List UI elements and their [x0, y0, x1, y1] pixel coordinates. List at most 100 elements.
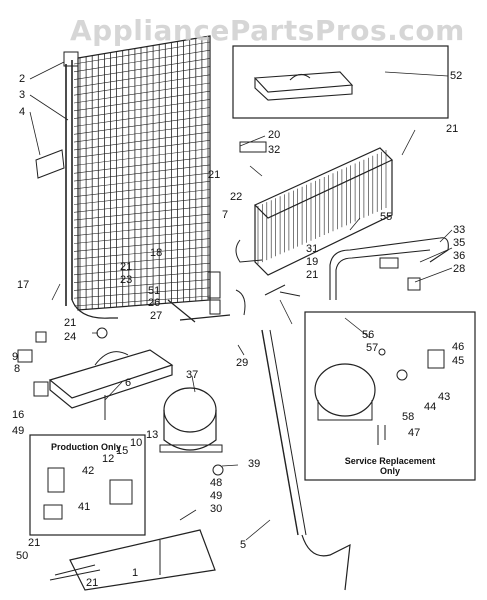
- callout-45: 45: [452, 355, 465, 367]
- callout-42: 42: [82, 465, 95, 477]
- callout-37: 37: [186, 369, 199, 381]
- callout-56: 56: [362, 329, 375, 341]
- callout-26: 26: [148, 297, 161, 309]
- evaporator-tube: [73, 107, 211, 127]
- evaporator-tube: [73, 115, 211, 135]
- callout-21-b: 21: [208, 169, 221, 181]
- callout-6: 6: [125, 377, 132, 389]
- callout-19: 19: [306, 256, 319, 268]
- watermark-text: AppliancePartsPros.com: [70, 14, 465, 47]
- callout-2: 2: [19, 73, 26, 85]
- callout-43: 43: [438, 391, 451, 403]
- evaporator-tube: [73, 148, 211, 166]
- evaporator-tube: [73, 123, 211, 143]
- service-replacement-label: Service Replacement: [344, 456, 436, 466]
- callout-4: 4: [19, 106, 26, 118]
- callout-16: 16: [12, 409, 25, 421]
- callout-17: 17: [17, 279, 30, 291]
- evaporator-tube: [73, 99, 211, 119]
- evaporator-tube: [73, 222, 211, 236]
- evaporator-tube: [73, 41, 211, 65]
- evaporator-tube: [73, 140, 211, 158]
- evaporator-tube: [73, 181, 211, 197]
- callout-21-g: 21: [86, 577, 99, 589]
- evaporator-tube: [73, 238, 211, 252]
- service-replacement-label-line2: Only: [379, 466, 400, 476]
- callout-29: 29: [236, 357, 249, 369]
- callout-52: 52: [450, 70, 463, 82]
- small-parts: [17, 51, 301, 476]
- callout-31: 31: [306, 243, 319, 255]
- base-frame: [49, 529, 216, 591]
- callout-32: 32: [268, 144, 281, 156]
- evaporator-tube: [73, 58, 211, 80]
- callout-47: 47: [408, 427, 421, 439]
- evaporator-tube: [73, 66, 211, 88]
- evaporator-tube: [73, 156, 211, 174]
- evaporator-tube: [73, 295, 211, 307]
- callout-13: 13: [146, 429, 159, 441]
- callout-20: 20: [268, 129, 281, 141]
- evaporator-coil: [65, 35, 211, 319]
- evaporator-tube: [73, 230, 211, 244]
- callout-49-b: 49: [210, 490, 223, 502]
- callout-35: 35: [453, 237, 466, 249]
- evaporator-tube: [73, 254, 211, 268]
- evaporator-tube: [73, 82, 211, 104]
- callout-30: 30: [210, 503, 223, 515]
- drain-pan: [48, 349, 174, 420]
- callout-46: 46: [452, 341, 465, 353]
- callout-15: 15: [116, 445, 129, 457]
- production-only-label: Production Only: [50, 442, 121, 452]
- callout-39: 39: [248, 458, 261, 470]
- callout-3: 3: [19, 89, 26, 101]
- evaporator-tube: [73, 189, 211, 205]
- callout-22: 22: [230, 191, 243, 203]
- callout-9: 9: [12, 351, 19, 363]
- callout-10: 10: [130, 437, 143, 449]
- callout-41: 41: [78, 501, 91, 513]
- production-only-box: [29, 434, 146, 536]
- leader-lines: [29, 61, 453, 541]
- compressor: [159, 387, 223, 453]
- callout-27: 27: [150, 310, 163, 322]
- evaporator-tube: [73, 213, 211, 229]
- callout-28: 28: [453, 263, 466, 275]
- callout-44: 44: [424, 401, 437, 413]
- callout-50: 50: [16, 550, 29, 562]
- callout-21-a: 21: [446, 123, 459, 135]
- evaporator-tube: [73, 287, 211, 299]
- callout-23: 23: [120, 274, 133, 286]
- condenser-coil: [235, 147, 394, 276]
- callout-55: 55: [380, 211, 393, 223]
- callout-21-f: 21: [28, 537, 41, 549]
- callout-57: 57: [366, 342, 379, 354]
- callout-1: 1: [132, 567, 139, 579]
- evaporator-tube: [73, 131, 211, 151]
- tubing-assembly: [329, 237, 449, 300]
- evaporator-tube: [73, 90, 211, 112]
- callout-5: 5: [240, 539, 247, 551]
- drain-tube: [261, 329, 351, 591]
- callout-12: 12: [102, 453, 115, 465]
- callout-49-a: 49: [12, 425, 25, 437]
- evaporator-tube: [73, 271, 211, 283]
- evaporator-tube: [73, 172, 211, 190]
- evaporator-tube: [73, 164, 211, 182]
- callout-21-c: 21: [306, 269, 319, 281]
- evaporator-tube: [73, 197, 211, 213]
- evaporator-tube: [73, 49, 211, 73]
- callout-51: 51: [148, 285, 161, 297]
- callout-48: 48: [210, 477, 223, 489]
- callout-24: 24: [64, 331, 77, 343]
- callout-58: 58: [402, 411, 415, 423]
- evaporator-tube: [73, 262, 211, 276]
- callout-21-d: 21: [120, 261, 133, 273]
- service-replacement-box: [304, 311, 476, 481]
- callout-8: 8: [14, 363, 21, 375]
- callout-18: 18: [150, 247, 163, 259]
- evaporator-tube: [73, 74, 211, 96]
- evaporator-tube: [73, 246, 211, 260]
